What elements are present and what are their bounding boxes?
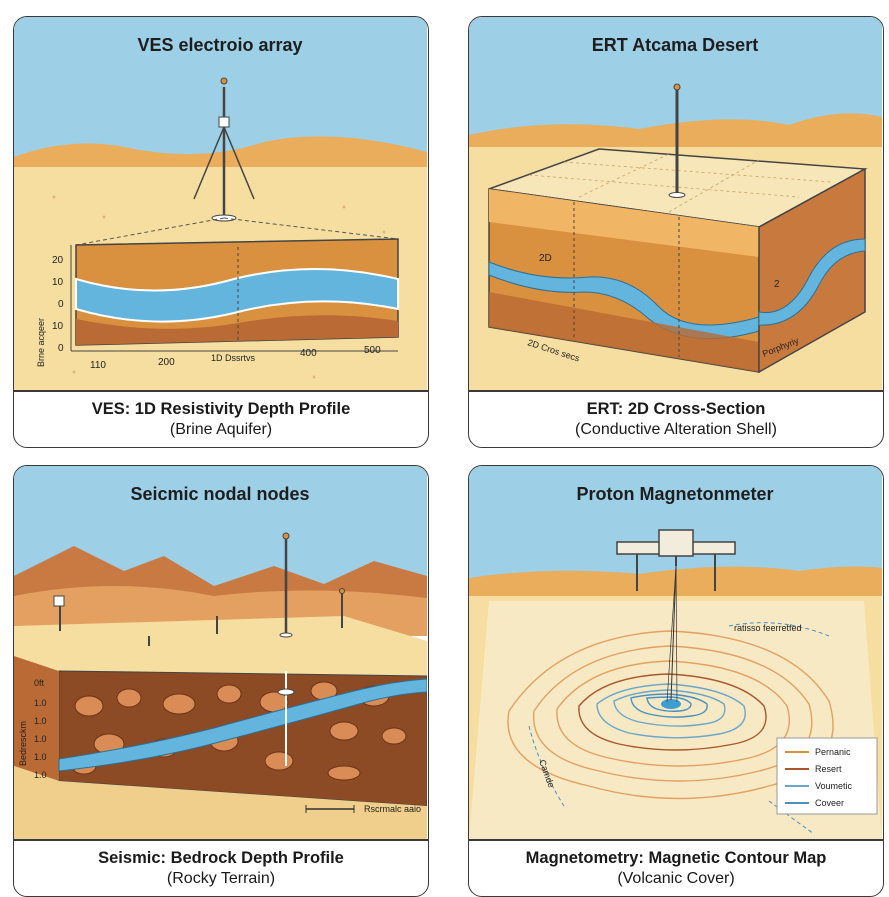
ves-illustration: Brne acqeer 20 10 0 10 0 110 200 1D Dssr…: [14, 17, 427, 390]
panel-divider: [14, 390, 428, 392]
ves-x-tick: 110: [90, 360, 106, 371]
ert-illustration: 2D 2 2D Cros secs Porphyriy ERT Atcama D…: [469, 17, 882, 390]
ert-label-2d: 2D: [539, 253, 552, 264]
ves-caption: VES: 1D Resistivity Depth Profile: [91, 400, 351, 418]
magnetometer-caption: Magnetometry: Magnetic Contour Map: [525, 849, 827, 867]
magnetometer-illustration: ratisso feerretfed Camde Pernanic Resert…: [469, 466, 882, 839]
seismic-subcaption: (Rocky Terrain): [166, 870, 276, 887]
ert-title: ERT Atcama Desert: [592, 35, 758, 55]
ves-x-tick: 1D Dssrtvs: [211, 353, 256, 363]
magnetometer-legend: [776, 737, 878, 815]
ves-subcaption: (Brine Aquifer): [169, 421, 273, 438]
ert-caption: ERT: 2D Cross-Section: [586, 400, 766, 418]
panel-divider: [14, 839, 428, 841]
seismic-depth-tick: 1.0: [34, 698, 47, 708]
ves-y-tick: 10: [52, 277, 64, 288]
ves-title: VES electroio array: [137, 35, 302, 55]
seismic-depth-tick: 0ft: [34, 678, 45, 688]
legend-label: Pernanic: [815, 747, 851, 757]
legend-label: Resert: [815, 764, 842, 774]
panel-divider: [469, 839, 883, 841]
ves-panel: Brne acqeer 20 10 0 10 0 110 200 1D Dssr…: [13, 16, 429, 448]
seismic-depth-tick: 1.0: [34, 716, 47, 726]
ves-x-tick: 400: [300, 348, 317, 359]
seismic-caption: Seismic: Bedrock Depth Profile: [98, 849, 344, 867]
seismic-depth-tick: 1.0: [34, 734, 47, 744]
magnetometer-panel: ratisso feerretfed Camde Pernanic Resert…: [468, 465, 884, 897]
seismic-y-axis-label: Bedresckm: [18, 721, 28, 766]
ves-y-tick: 10: [52, 321, 64, 332]
seismic-panel: Bedresckm 0ft 1.0 1.0 1.0 1.0 1.0 Rscrma…: [13, 465, 429, 897]
ves-x-tick: 200: [158, 357, 175, 368]
panel-divider: [469, 390, 883, 392]
legend-label: Voumetic: [815, 781, 853, 791]
contour-label-top: ratisso feerretfed: [734, 623, 802, 633]
seismic-depth-tick: 1.0: [34, 752, 47, 762]
ert-subcaption: (Conductive Alteration Shell): [575, 421, 777, 438]
ves-x-tick: 500: [364, 345, 381, 356]
ert-panel: 2D 2 2D Cros secs Porphyriy ERT Atcama D…: [468, 16, 884, 448]
magnetometer-title: Proton Magnetonmeter: [576, 484, 773, 504]
seismic-depth-tick: 1.0: [34, 770, 47, 780]
ves-y-tick: 0: [58, 299, 64, 310]
magnetometer-subcaption: (Volcanic Cover): [617, 870, 735, 887]
seismic-scale-label: Rscrmalc aaio: [364, 804, 421, 814]
ves-y-axis-label: Brne acqeer: [36, 318, 46, 367]
ves-y-tick: 20: [52, 255, 64, 266]
seismic-illustration: Bedresckm 0ft 1.0 1.0 1.0 1.0 1.0 Rscrma…: [14, 466, 427, 839]
ert-label-2: 2: [774, 279, 780, 290]
legend-label: Coveer: [815, 798, 844, 808]
seismic-title: Seicmic nodal nodes: [130, 484, 309, 504]
ves-y-tick: 0: [58, 343, 64, 354]
